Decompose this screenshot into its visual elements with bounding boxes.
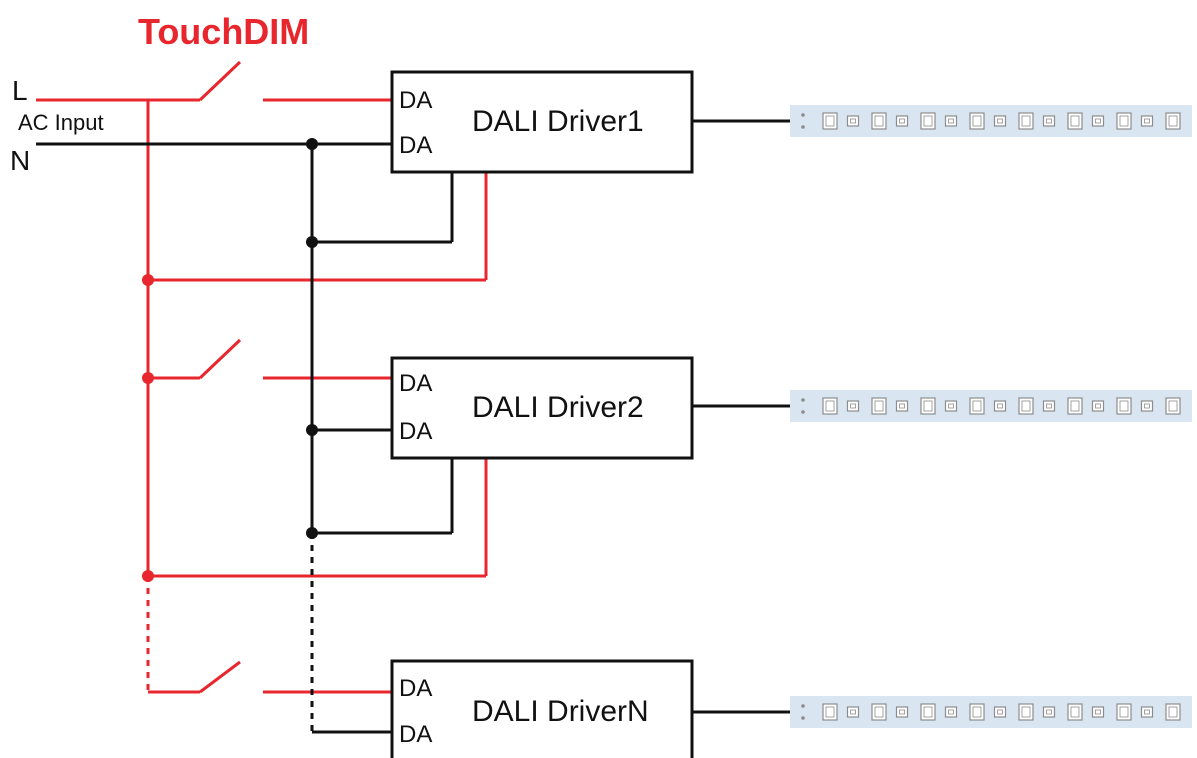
- driver-name: DALI DriverN: [472, 695, 649, 728]
- switch-contact-icon: [198, 60, 242, 102]
- driver-port-bottom: DA: [399, 721, 432, 748]
- switch-contact-icon: [199, 660, 241, 694]
- junction-dot-icon: [306, 424, 318, 436]
- junctions: [142, 138, 318, 582]
- diagram-title: TouchDIM: [138, 11, 309, 52]
- driver-box-n: DA DA DALI DriverN: [390, 659, 694, 758]
- ac-input-label: AC Input: [18, 110, 104, 135]
- led-strip-icon: [790, 696, 1192, 728]
- driver-port-bottom: DA: [399, 418, 432, 445]
- driver-port-top: DA: [399, 370, 432, 397]
- junction-dot-icon: [142, 570, 154, 582]
- neutral-wiring: [36, 119, 790, 734]
- junction-dot-icon: [306, 138, 318, 150]
- led-strip-icon: [790, 105, 1192, 137]
- driver-box-2: DA DA DALI Driver2: [390, 356, 694, 460]
- junction-dot-icon: [142, 274, 154, 286]
- driver-port-top: DA: [399, 675, 432, 702]
- driver-port-bottom: DA: [399, 132, 432, 159]
- neutral-label: N: [10, 145, 30, 176]
- junction-dot-icon: [306, 527, 318, 539]
- led-strips: [790, 105, 1192, 728]
- driver-name: DALI Driver2: [472, 391, 644, 424]
- junction-dot-icon: [306, 236, 318, 248]
- driver-name: DALI Driver1: [472, 105, 644, 138]
- led-strip-icon: [790, 390, 1192, 422]
- live-wiring: [36, 60, 488, 694]
- driver-box-1: DA DA DALI Driver1: [390, 70, 694, 174]
- line-label: L: [12, 75, 28, 106]
- junction-dot-icon: [142, 372, 154, 384]
- switch-contact-icon: [198, 338, 242, 380]
- driver-port-top: DA: [399, 87, 432, 114]
